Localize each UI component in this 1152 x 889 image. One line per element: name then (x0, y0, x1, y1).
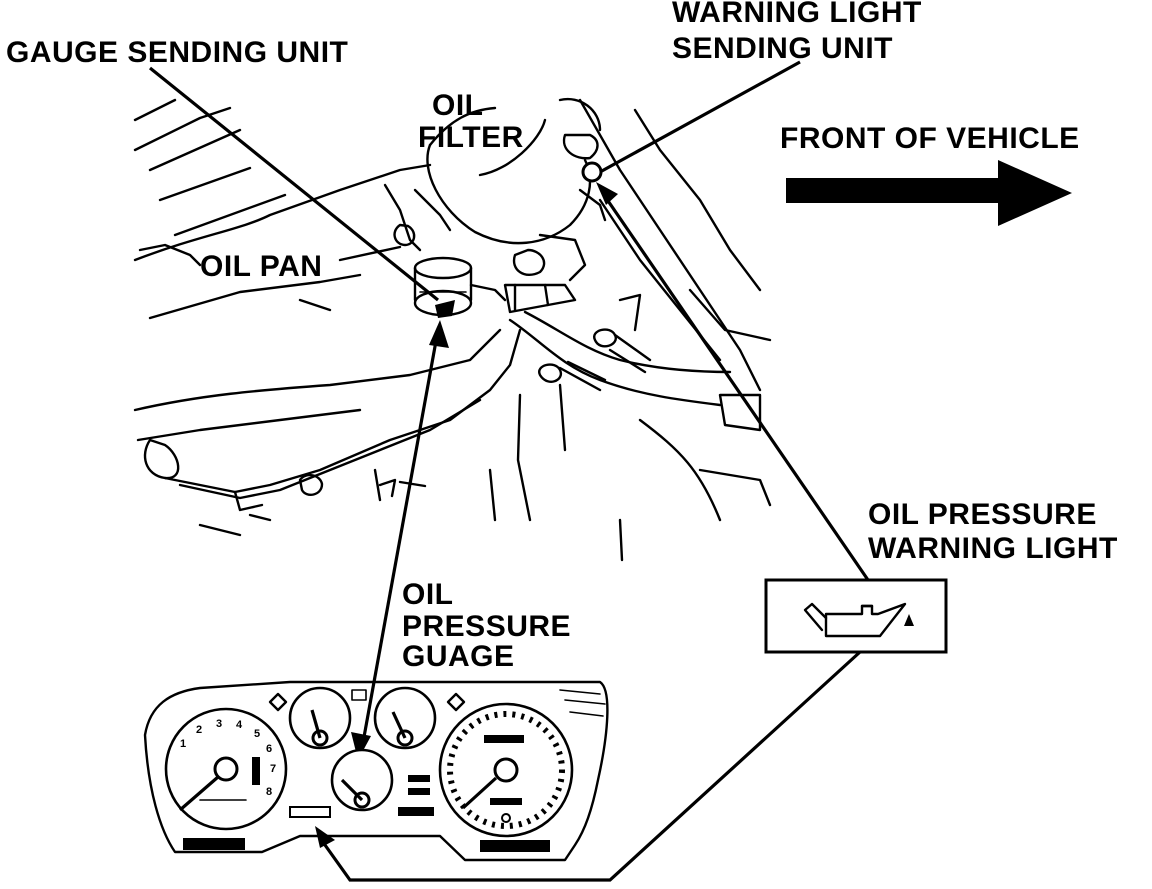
label-warning-light-sending-unit-line2: SENDING UNIT (672, 32, 893, 65)
tach-number: 7 (270, 763, 276, 775)
label-oil-pan: OIL PAN (200, 250, 322, 283)
label-oil-pressure-gauge-line3: GUAGE (402, 640, 515, 673)
label-oil-pressure-warning-light-line1: OIL PRESSURE (868, 498, 1097, 531)
temperature-gauge (373, 686, 437, 750)
tach-number: 5 (254, 728, 260, 740)
label-front-of-vehicle: FRONT OF VEHICLE (780, 122, 1080, 155)
oil-pressure-gauge (330, 748, 394, 812)
label-oil-filter-line2: FILTER (418, 121, 524, 154)
label-oil-pressure-gauge-line2: PRESSURE (402, 610, 571, 643)
instrument-cluster: 1 2 3 4 5 6 7 8 (143, 680, 609, 862)
oil-can-icon (803, 602, 914, 638)
indicator-lights (183, 689, 550, 852)
leader-lines (148, 60, 870, 882)
label-oil-filter-line1: OIL (432, 89, 484, 122)
engine-sketch (133, 97, 772, 562)
warning-light-sending-unit (581, 161, 603, 183)
tach-number: 6 (266, 743, 272, 755)
label-oil-pressure-warning-light-line2: WARNING LIGHT (868, 532, 1118, 565)
label-gauge-sending-unit: GAUGE SENDING UNIT (6, 36, 348, 69)
arrow-right-icon (786, 160, 1072, 226)
tachometer: 1 2 3 4 5 6 7 8 (164, 707, 288, 831)
label-oil-pressure-gauge-line1: OIL (402, 578, 454, 611)
tach-number: 4 (236, 719, 243, 731)
tach-number: 2 (196, 724, 202, 736)
tach-number: 3 (216, 718, 222, 730)
fuel-gauge (288, 686, 352, 750)
tach-number: 1 (180, 738, 186, 750)
speedometer (438, 702, 574, 838)
tach-number: 8 (266, 786, 272, 798)
oil-pressure-warning-light (764, 578, 948, 654)
gauge-sending-unit (413, 256, 507, 318)
label-warning-light-sending-unit-line1: WARNING LIGHT (672, 0, 922, 29)
labels: GAUGE SENDING UNIT WARNING LIGHT SENDING… (6, 0, 1118, 673)
